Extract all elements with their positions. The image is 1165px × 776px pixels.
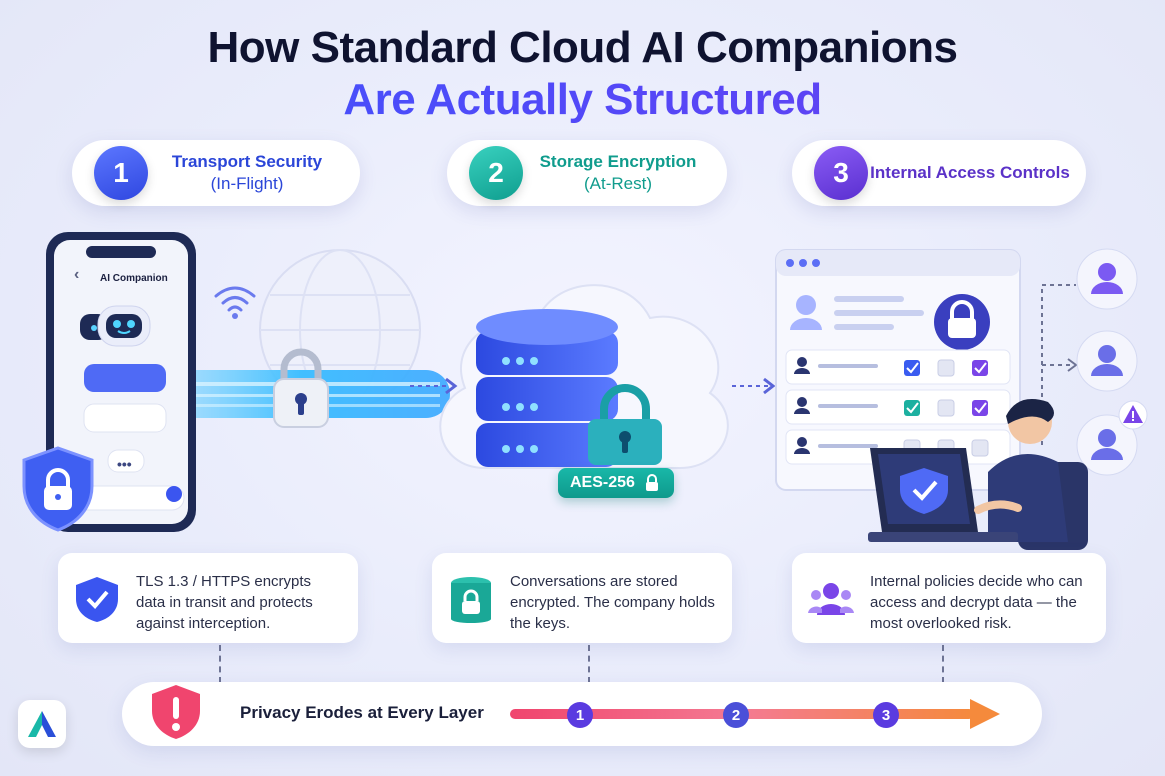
cloud-arrow-icon xyxy=(732,376,778,396)
step-2-sub: (At-Rest) xyxy=(523,173,713,195)
privacy-erodes-label: Privacy Erodes at Every Layer xyxy=(240,703,484,723)
connector-line-1 xyxy=(219,645,221,683)
step-2-label: Storage Encryption xyxy=(523,151,713,173)
erosion-marker-1: 1 xyxy=(567,702,593,728)
info-transport-text: TLS 1.3 / HTTPS encrypts data in transit… xyxy=(136,571,342,634)
step-3-label: Internal Access Controls xyxy=(868,162,1072,184)
brand-logo xyxy=(18,700,66,748)
phone-back-icon[interactable]: ‹ xyxy=(74,266,79,284)
padlock-icon xyxy=(272,345,330,431)
title-line-1: How Standard Cloud AI Companions xyxy=(0,22,1165,74)
brand-logo-icon xyxy=(26,708,58,740)
db-padlock-icon xyxy=(584,385,666,467)
user-avatar-1-icon xyxy=(1076,248,1138,310)
info-card-transport: TLS 1.3 / HTTPS encrypts data in transit… xyxy=(58,553,358,643)
aes-badge-label: AES-256 xyxy=(570,474,635,492)
robot-avatar-icon xyxy=(94,300,154,356)
connector-line-2 xyxy=(588,645,590,683)
info-storage-text: Conversations are stored encrypted. The … xyxy=(510,571,716,634)
erosion-marker-3: 3 xyxy=(873,702,899,728)
wifi-icon xyxy=(212,282,258,322)
aes-256-badge: AES-256 xyxy=(558,468,674,498)
erosion-marker-2: 2 xyxy=(723,702,749,728)
step-1-sub: (In-Flight) xyxy=(148,173,346,195)
connector-line-3 xyxy=(942,645,944,683)
step-2-pill: 2 Storage Encryption (At-Rest) xyxy=(447,140,727,206)
step-3-number: 3 xyxy=(814,146,868,200)
aes-lock-icon xyxy=(645,474,659,492)
user-avatar-2-icon xyxy=(1076,330,1138,392)
step-2-number: 2 xyxy=(469,146,523,200)
step-1-pill: 1 Transport Security (In-Flight) xyxy=(72,140,360,206)
shield-check-icon xyxy=(74,575,120,623)
employee-at-laptop-icon xyxy=(868,392,1100,550)
step-3-pill: 3 Internal Access Controls xyxy=(792,140,1086,206)
users-group-icon xyxy=(808,575,854,623)
phone-header-label: AI Companion xyxy=(100,273,168,284)
title-line-2: Are Actually Structured xyxy=(0,74,1165,126)
database-lock-icon xyxy=(448,575,494,623)
step-1-label: Transport Security xyxy=(148,151,346,173)
page-title: How Standard Cloud AI Companions Are Act… xyxy=(0,22,1165,126)
info-access-text: Internal policies decide who can access … xyxy=(870,571,1090,634)
alert-shield-icon xyxy=(150,683,202,741)
warning-icon xyxy=(1118,400,1148,430)
shield-lock-icon xyxy=(22,446,94,532)
info-card-storage: Conversations are stored encrypted. The … xyxy=(432,553,732,643)
info-card-access: Internal policies decide who can access … xyxy=(792,553,1106,643)
step-1-number: 1 xyxy=(94,146,148,200)
phone-typing-indicator: ••• xyxy=(117,456,132,472)
